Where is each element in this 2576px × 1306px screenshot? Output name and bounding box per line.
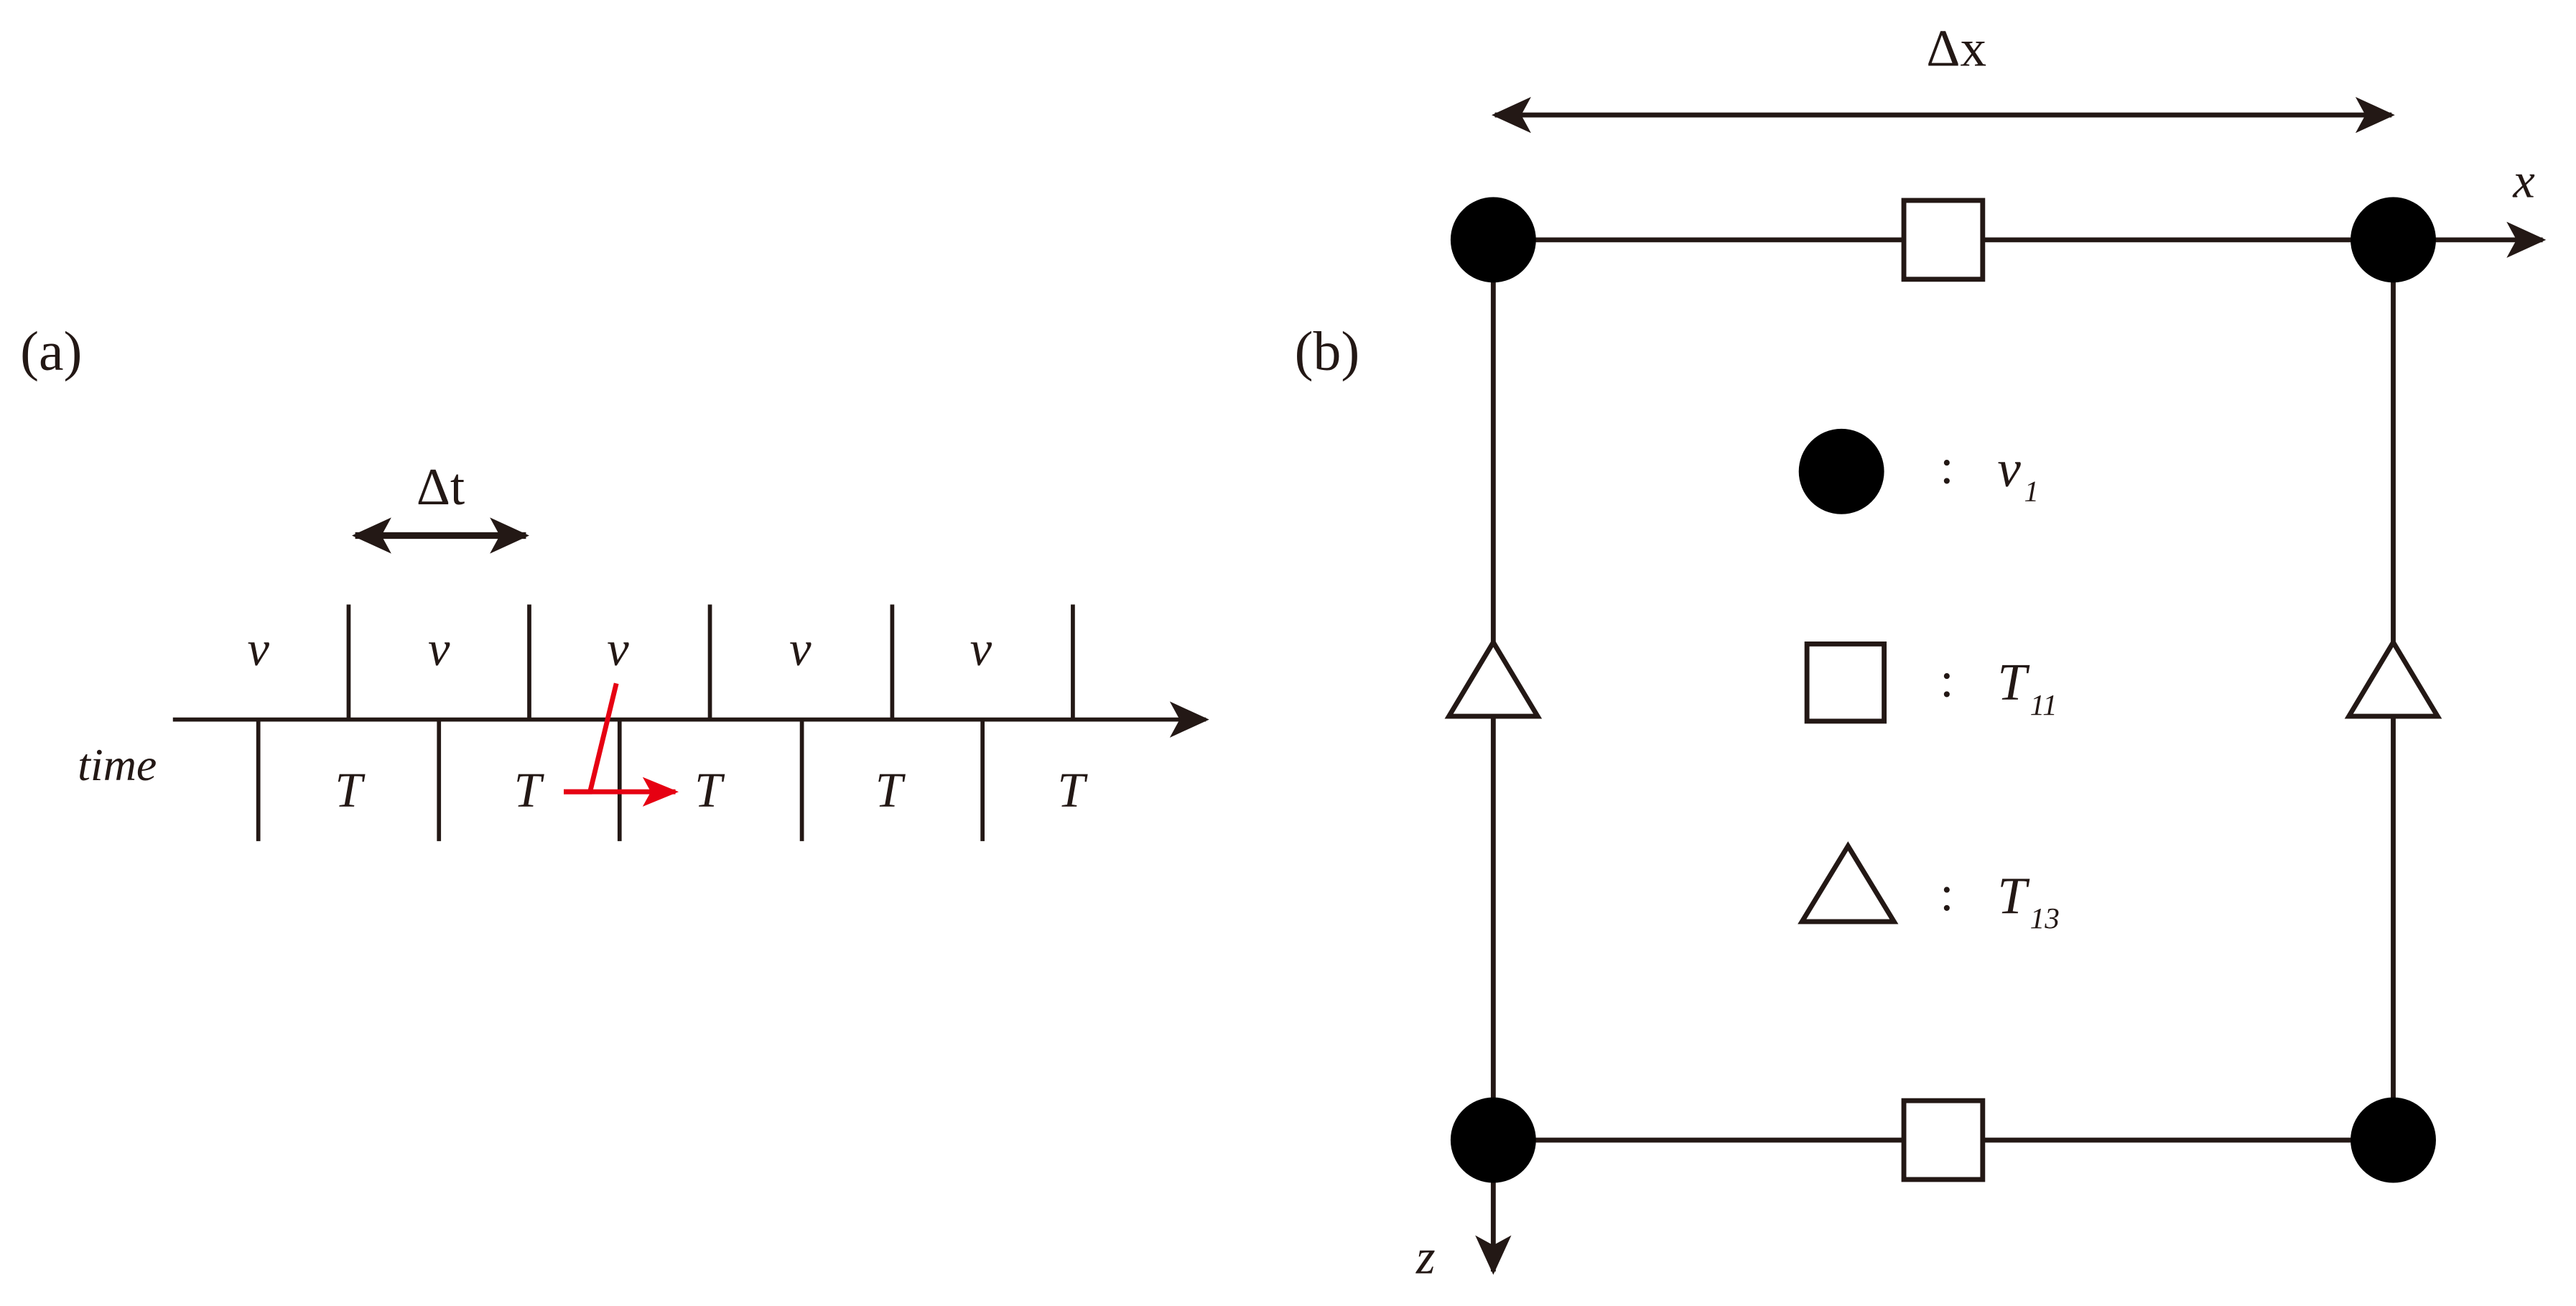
t11-nodes bbox=[1901, 198, 1986, 1182]
legend-separator: : bbox=[1940, 439, 1953, 494]
t-cell-label: T bbox=[1058, 763, 1089, 818]
panel-b-label: (b) bbox=[1295, 320, 1360, 382]
v-cell-label: v bbox=[428, 621, 450, 676]
v-labels: v v v v v bbox=[247, 621, 992, 676]
update-arrow bbox=[564, 682, 679, 807]
open-triangle-icon bbox=[1798, 841, 1899, 925]
t-labels: T T T T T bbox=[335, 763, 1088, 818]
panel-a: (a) Δt time v v v v v bbox=[20, 320, 1209, 841]
v-nodes bbox=[1450, 197, 2436, 1183]
v-node bbox=[2351, 1097, 2436, 1183]
legend-separator: : bbox=[1940, 653, 1953, 708]
x-axis-label: x bbox=[2512, 153, 2534, 208]
dx-label: Δx bbox=[1926, 19, 1986, 77]
t13-node bbox=[1444, 637, 1543, 719]
v-cell-label: v bbox=[789, 621, 812, 676]
time-axis-label: time bbox=[78, 739, 157, 790]
t-cell-label: T bbox=[694, 763, 725, 818]
t11-node bbox=[1901, 1098, 1986, 1182]
panel-b: (b) Δx x z bbox=[1295, 19, 2547, 1284]
v-cell-label: v bbox=[970, 621, 992, 676]
open-square-icon bbox=[1804, 641, 1887, 724]
t-cell-label: T bbox=[875, 763, 906, 818]
v-node bbox=[1450, 1097, 1536, 1183]
t-cell-label: T bbox=[514, 763, 545, 818]
v-node bbox=[1450, 197, 1536, 283]
t11-node bbox=[1901, 198, 1986, 282]
v-cell-label: v bbox=[607, 621, 629, 676]
t13-nodes bbox=[1444, 637, 2442, 719]
t-cell-label: T bbox=[335, 763, 366, 818]
t13-node bbox=[2344, 637, 2442, 719]
v-node bbox=[2351, 197, 2436, 283]
v-ticks bbox=[346, 604, 1075, 720]
panel-a-label: (a) bbox=[20, 320, 82, 382]
dt-label: Δt bbox=[417, 458, 465, 516]
z-axis-label: z bbox=[1415, 1229, 1436, 1284]
legend-separator: : bbox=[1940, 866, 1953, 921]
v-cell-label: v bbox=[247, 621, 269, 676]
t-ticks bbox=[256, 719, 985, 841]
filled-circle-icon bbox=[1798, 428, 1884, 514]
